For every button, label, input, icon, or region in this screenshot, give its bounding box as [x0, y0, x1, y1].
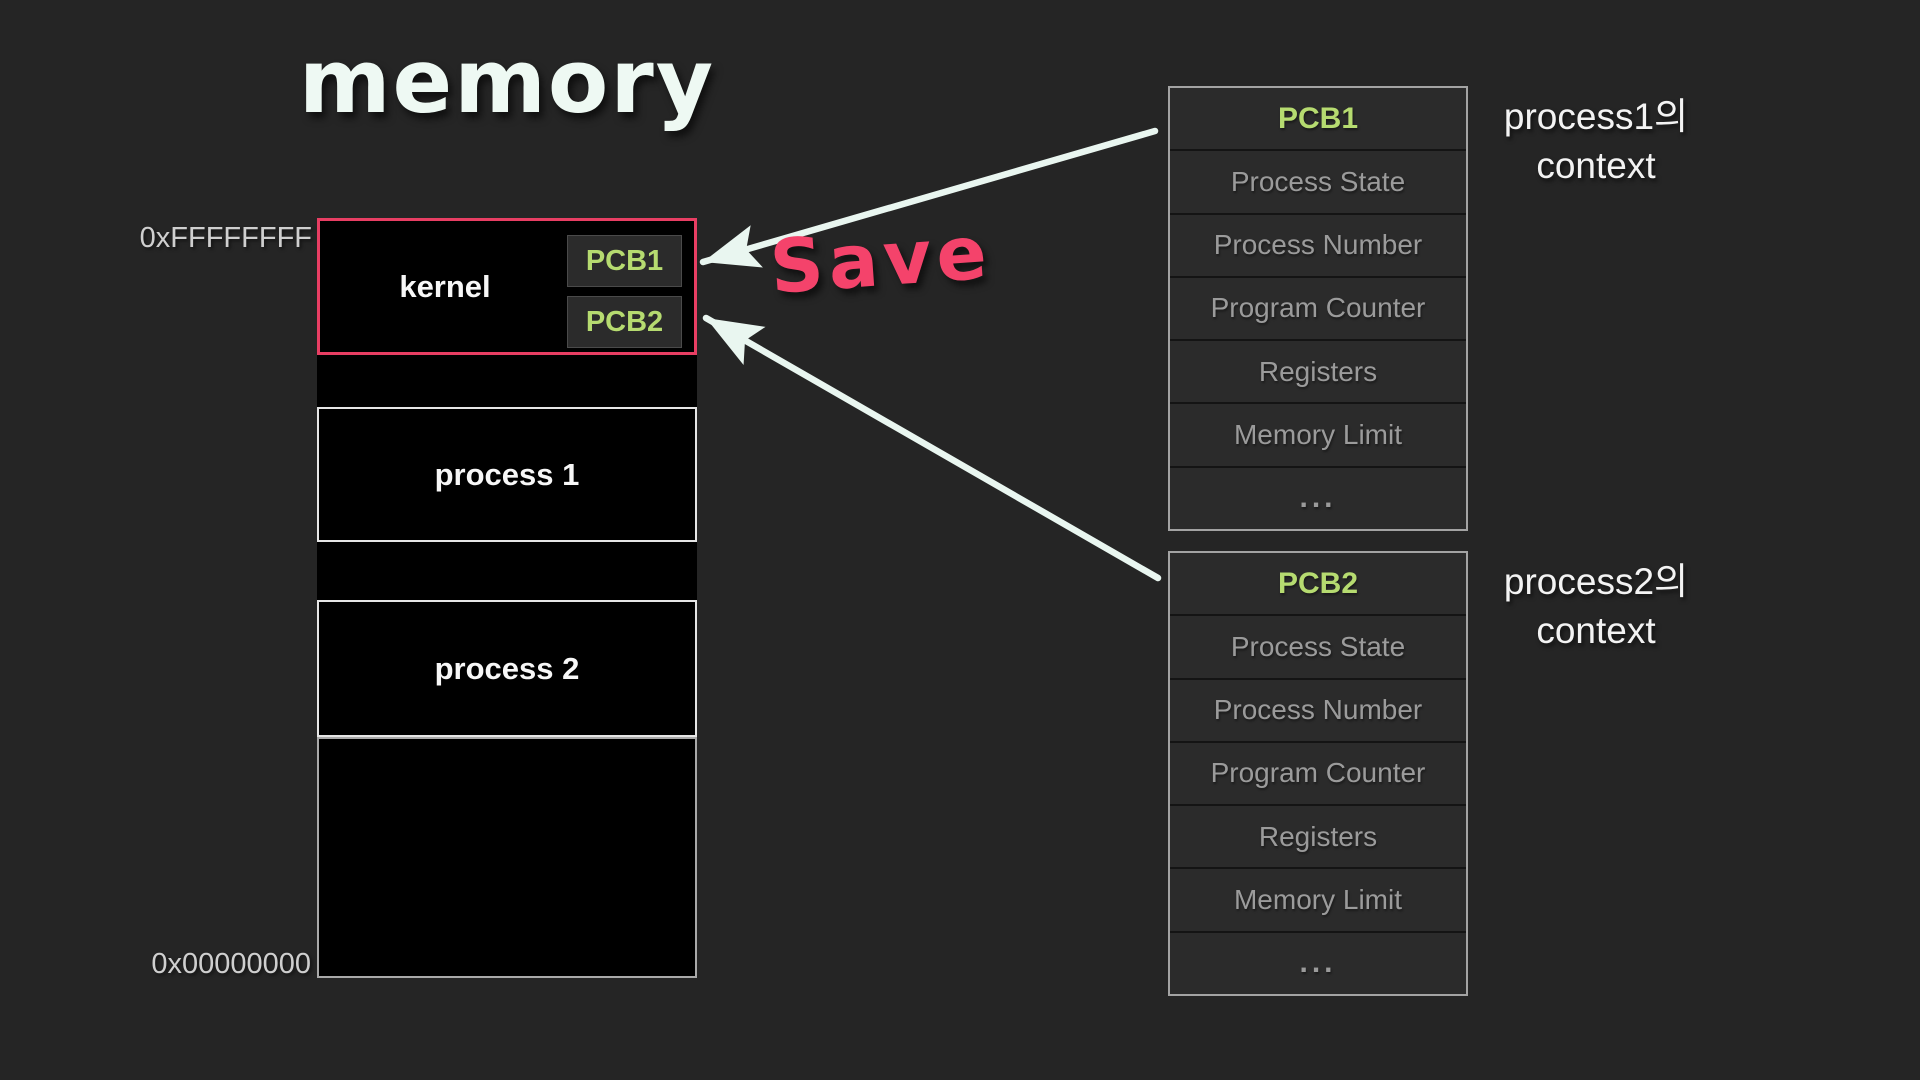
table-row-ellipsis: ...: [1170, 930, 1466, 994]
table-row: Program Counter: [1170, 740, 1466, 804]
table-row: Memory Limit: [1170, 402, 1466, 465]
table-row-ellipsis: ...: [1170, 465, 1466, 529]
table-row: Registers: [1170, 804, 1466, 867]
table-row: Process State: [1170, 614, 1466, 677]
process2-block: process 2: [317, 600, 697, 737]
save-annotation: Save: [767, 209, 995, 311]
arrow-pcb2-to-kernel: [702, 314, 1162, 582]
table-row: Program Counter: [1170, 275, 1466, 339]
context-label-line1: process1의: [1503, 96, 1689, 137]
memory-gap: [317, 542, 697, 600]
kernel-pcb2-chip: PCB2: [567, 296, 682, 348]
table-row: Process State: [1170, 149, 1466, 212]
table-row: Registers: [1170, 339, 1466, 402]
pcb1-table-header: PCB1: [1277, 101, 1359, 135]
process1-block: process 1: [317, 407, 697, 542]
pcb1-context-table: PCB1 Process State Process Number Progra…: [1168, 86, 1468, 531]
address-label-bottom: 0x00000000: [151, 948, 311, 980]
address-label-top: 0xFFFFFFFF: [139, 222, 312, 254]
context-label-line2: context: [1536, 610, 1656, 651]
context-label-line1: process2의: [1503, 561, 1689, 602]
table-row: Memory Limit: [1170, 867, 1466, 930]
process2-context-label: process2의 context: [1456, 557, 1736, 655]
kernel-pcb1-chip: PCB1: [567, 235, 682, 287]
table-row: Process Number: [1170, 212, 1466, 276]
memory-column: kernel PCB1 PCB2 process 1 process 2: [317, 218, 697, 978]
free-memory-block: [317, 737, 697, 978]
context-label-line2: context: [1536, 145, 1656, 186]
memory-gap: [317, 355, 697, 407]
pcb2-context-table: PCB2 Process State Process Number Progra…: [1168, 551, 1468, 996]
pcb2-table-header: PCB2: [1277, 566, 1359, 600]
process1-context-label: process1의 context: [1456, 92, 1736, 190]
page-title: memory: [298, 30, 716, 133]
kernel-label: kernel: [399, 268, 491, 304]
kernel-block: kernel PCB1 PCB2: [317, 218, 697, 355]
table-row: Process Number: [1170, 677, 1466, 741]
